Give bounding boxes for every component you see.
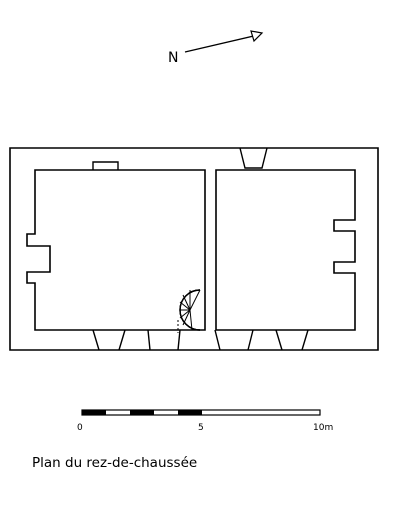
window-reveal-bottom-3 xyxy=(214,329,254,351)
window-reveal-bottom-4 xyxy=(275,329,309,351)
window-reveal-bottom-1 xyxy=(92,329,126,351)
walls xyxy=(9,147,379,351)
north-arrowhead-icon xyxy=(250,30,264,43)
north-arrow: N xyxy=(168,30,264,66)
scale-tick-0: 0 xyxy=(77,423,83,433)
scale-tick-5: 5 xyxy=(198,423,204,433)
scale-segment-1 xyxy=(82,410,106,415)
door-reveal-top-right xyxy=(239,147,268,169)
door-reveal-bottom-2 xyxy=(147,329,181,351)
scale-bar: 0 5 10m xyxy=(77,409,333,433)
window-reveal-top-left xyxy=(92,161,119,170)
scale-segment-5 xyxy=(178,410,202,415)
building-plan xyxy=(9,147,379,351)
north-arrow-shaft xyxy=(184,34,259,53)
scale-segment-3 xyxy=(130,410,154,415)
north-label: N xyxy=(168,50,178,66)
plan-caption: Plan du rez-de-chaussée xyxy=(32,455,198,471)
spiral-staircase xyxy=(177,289,201,333)
scale-tick-10: 10m xyxy=(313,423,333,433)
